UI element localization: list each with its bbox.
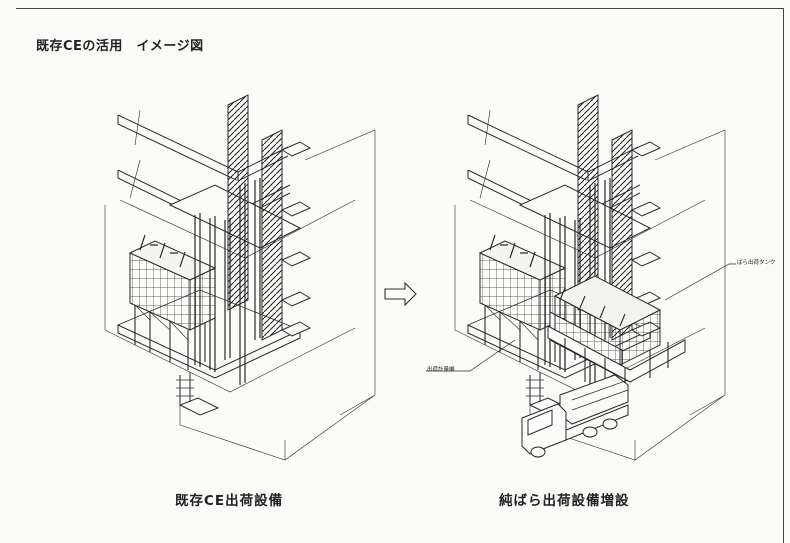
left-caption: 既存CE出荷設備 [175,493,284,509]
bulk-tank-label: ばら出荷タンク [737,260,776,266]
weighing-label: 出荷計量機 [427,367,455,373]
frame-right-border [783,8,784,543]
existing-ce-plant-drawing [104,94,376,461]
right-arrow-icon [384,281,417,307]
page-title: 既存CEの活用 イメージ図 [36,39,204,54]
expanded-plant-drawing [426,94,736,461]
frame-top-border [16,8,784,9]
right-caption: 純ばら出荷設備増設 [499,493,630,509]
